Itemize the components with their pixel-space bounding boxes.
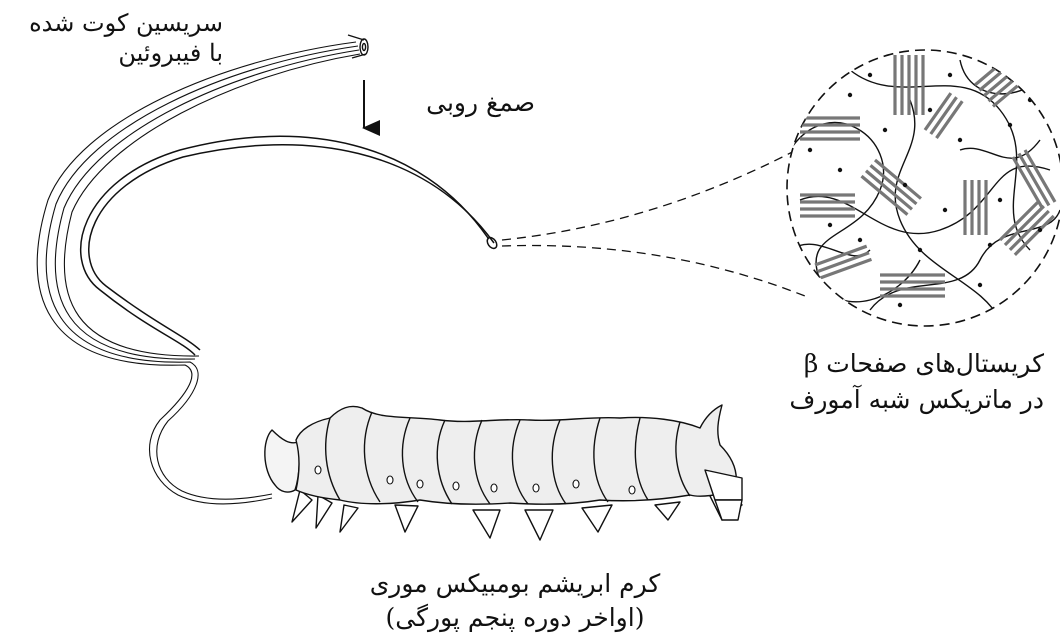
zoom-circle [787, 46, 1060, 326]
silkworm-label: کرم ابریشم بومبیکس موری (اواخر دوره پنجم… [330, 567, 700, 635]
coated-fiber-label: سریسین کوت شده با فیبروئین [3, 8, 223, 68]
degumming-label: صمغ روبی [385, 88, 535, 118]
coated-fiber-label-line1: سریسین کوت شده [3, 8, 223, 38]
silkworm [265, 405, 742, 540]
zoom-lines [502, 148, 810, 298]
silkworm-label-line1: کرم ابریشم بومبیکس موری [330, 567, 700, 601]
degummed-fiber [81, 136, 499, 355]
silkworm-body [296, 405, 736, 504]
silkworm-label-line2: (اواخر دوره پنجم پورگی) [330, 601, 700, 635]
crystal-label-line1: کریستال‌های صفحات β [774, 346, 1044, 382]
crystal-label-line2: در ماتریکس شبه آمورف [774, 382, 1044, 418]
crystal-label: کریستال‌های صفحات β در ماتریکس شبه آمورف [774, 346, 1044, 418]
silkworm-head [265, 430, 299, 492]
coated-fiber-label-line2: با فیبروئین [3, 38, 223, 68]
